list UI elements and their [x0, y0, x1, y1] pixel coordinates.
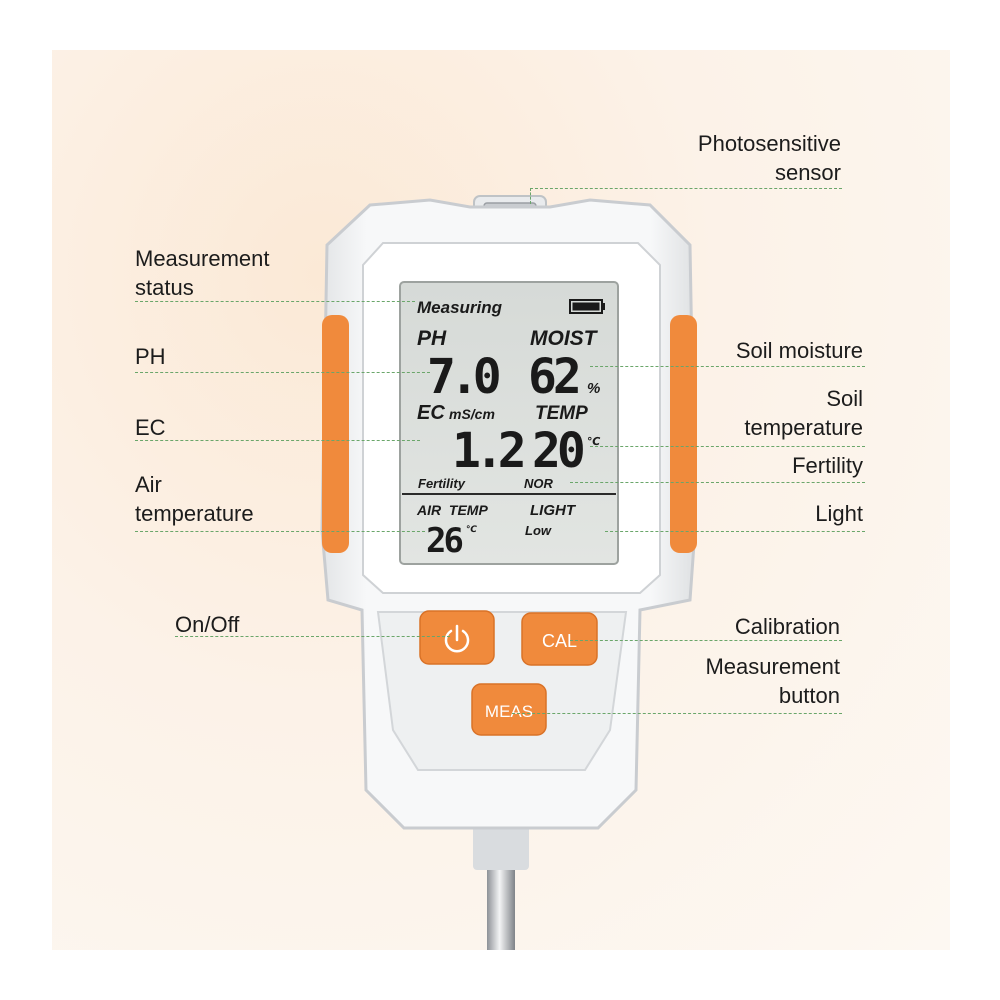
leader-measurement-status: [135, 301, 415, 302]
power-button[interactable]: [419, 610, 495, 665]
battery-icon: [569, 299, 605, 314]
callout-measurement-status: Measurement status: [135, 246, 270, 300]
air-temp-unit: ℃: [466, 524, 478, 534]
callout-photosensitive-sensor: Photosensitive sensor: [697, 131, 841, 185]
leader-soil-moisture: [590, 366, 865, 367]
air-temp-label: AIR TEMP: [416, 502, 488, 518]
callout-soil-temperature: Soil temperature: [744, 386, 863, 440]
callout-ec: EC: [135, 415, 166, 440]
fertility-label: Fertility: [418, 476, 466, 491]
callout-fertility: Fertility: [792, 453, 863, 478]
callout-air-temperature: Air temperature: [135, 472, 254, 526]
leader-photosensitive-drop: [530, 188, 531, 204]
leader-on-off: [175, 636, 450, 637]
leader-fertility: [570, 482, 865, 483]
leader-soil-temperature: [590, 446, 865, 447]
callout-measurement-button: Measurement button: [705, 654, 840, 708]
right-grip: [670, 315, 697, 553]
moist-label: MOIST: [530, 327, 599, 350]
meas-button-label: MEAS: [485, 702, 533, 721]
leader-air-temperature: [135, 531, 425, 532]
ec-unit: mS/cm: [449, 406, 495, 422]
temp-value: 20: [532, 423, 584, 479]
moist-unit: %: [587, 380, 600, 397]
leader-light: [605, 531, 865, 532]
callout-ph: PH: [135, 344, 166, 369]
temp-unit: ℃: [587, 436, 601, 448]
cal-button[interactable]: CAL: [521, 612, 598, 666]
ph-label: PH: [417, 327, 447, 350]
air-temp-value: 26: [426, 521, 462, 561]
callout-calibration: Calibration: [734, 614, 840, 639]
leader-photosensitive: [530, 188, 842, 189]
callout-light: Light: [815, 501, 863, 526]
light-label: LIGHT: [530, 502, 577, 519]
probe-rod: [487, 858, 515, 950]
left-grip: [322, 315, 349, 553]
status-text: Measuring: [417, 298, 503, 317]
leader-calibration: [570, 640, 842, 641]
callout-soil-moisture: Soil moisture: [735, 338, 863, 363]
moist-value: 62: [528, 349, 578, 405]
leader-ec: [135, 440, 420, 441]
ec-value: 1.2: [452, 423, 523, 479]
callout-on-off: On/Off: [175, 612, 240, 637]
temp-label: TEMP: [535, 403, 588, 424]
ph-value: 7.0: [427, 349, 500, 405]
probe-collar: [473, 822, 529, 870]
leader-ph: [135, 372, 430, 373]
light-value: Low: [525, 523, 552, 538]
meas-button[interactable]: MEAS: [471, 683, 547, 736]
ec-label: EC: [417, 402, 445, 424]
cal-button-label: CAL: [542, 631, 577, 651]
fertility-value: NOR: [524, 476, 554, 491]
leader-measurement-button: [512, 713, 842, 714]
